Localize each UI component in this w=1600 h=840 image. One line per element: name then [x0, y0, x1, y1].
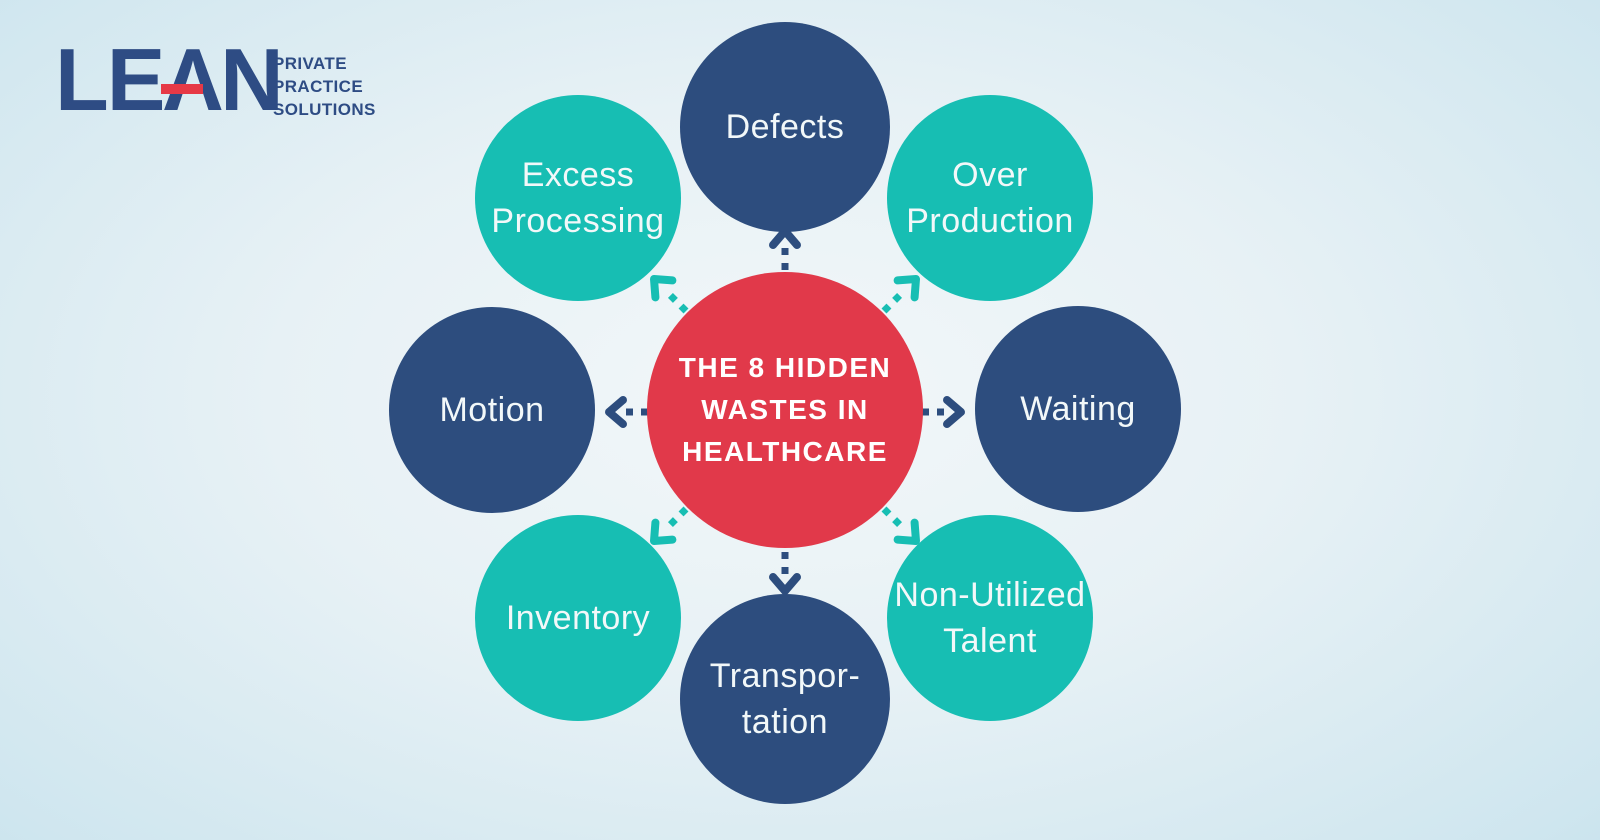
center-title-line: WASTES IN — [701, 394, 869, 425]
node-label-line: Talent — [943, 622, 1037, 660]
node-circle-over-production: Over Production — [887, 95, 1093, 301]
node-label-line: Defects — [725, 108, 845, 146]
node-label-line: Processing — [491, 202, 665, 240]
node-circle-waiting: Waiting — [975, 306, 1181, 512]
node-circle-transportation: Transpor- tation — [680, 594, 890, 804]
arrow-down-transportation — [769, 552, 801, 595]
node-label-line: Excess — [521, 156, 635, 194]
center-hub-circle: THE 8 HIDDEN WASTES IN HEALTHCARE — [647, 272, 923, 548]
center-title-line: HEALTHCARE — [682, 436, 888, 467]
logo-wordmark-n: N — [220, 30, 284, 129]
node-circle-motion: Motion — [389, 307, 595, 513]
node-label-line: Waiting — [1020, 390, 1136, 428]
logo-tagline-line: SOLUTIONS — [273, 100, 376, 119]
lean-logo: LEΛN PRIVATE PRACTICE SOLUTIONS — [55, 36, 400, 124]
logo-tagline-line: PRACTICE — [273, 77, 364, 96]
arrow-right-waiting — [922, 396, 965, 428]
arrow-left-motion — [605, 396, 648, 428]
logo-red-dash-icon — [161, 84, 203, 94]
logo-wordmark-le: LE — [55, 30, 165, 129]
node-label-line: Non-Utilized — [894, 576, 1086, 614]
arrow-downleft-inventory — [650, 506, 689, 545]
logo-tagline-line: PRIVATE — [273, 54, 347, 73]
center-title-line: THE 8 HIDDEN — [678, 352, 892, 383]
node-label-line: Transpor- — [709, 657, 861, 695]
node-circle-inventory: Inventory — [475, 515, 681, 721]
arrow-upleft-excess-processing — [650, 275, 689, 314]
arrow-upright-over-production — [881, 275, 920, 314]
node-circle-excess-processing: Excess Processing — [475, 95, 681, 301]
node-circle-non-utilized-talent: Non-Utilized Talent — [887, 515, 1093, 721]
logo-tagline: PRIVATE PRACTICE SOLUTIONS — [273, 52, 376, 121]
node-label-line: Production — [906, 202, 1074, 240]
logo-wordmark-a: Λ — [163, 30, 222, 129]
node-label-line: Over — [952, 156, 1028, 194]
logo-wordmark: LEΛN — [55, 36, 284, 124]
node-circle-defects: Defects — [680, 22, 890, 232]
node-label-line: Inventory — [505, 599, 651, 637]
arrow-up-defects — [769, 227, 801, 270]
node-label-line: tation — [741, 703, 829, 741]
node-label-line: Motion — [439, 391, 545, 429]
